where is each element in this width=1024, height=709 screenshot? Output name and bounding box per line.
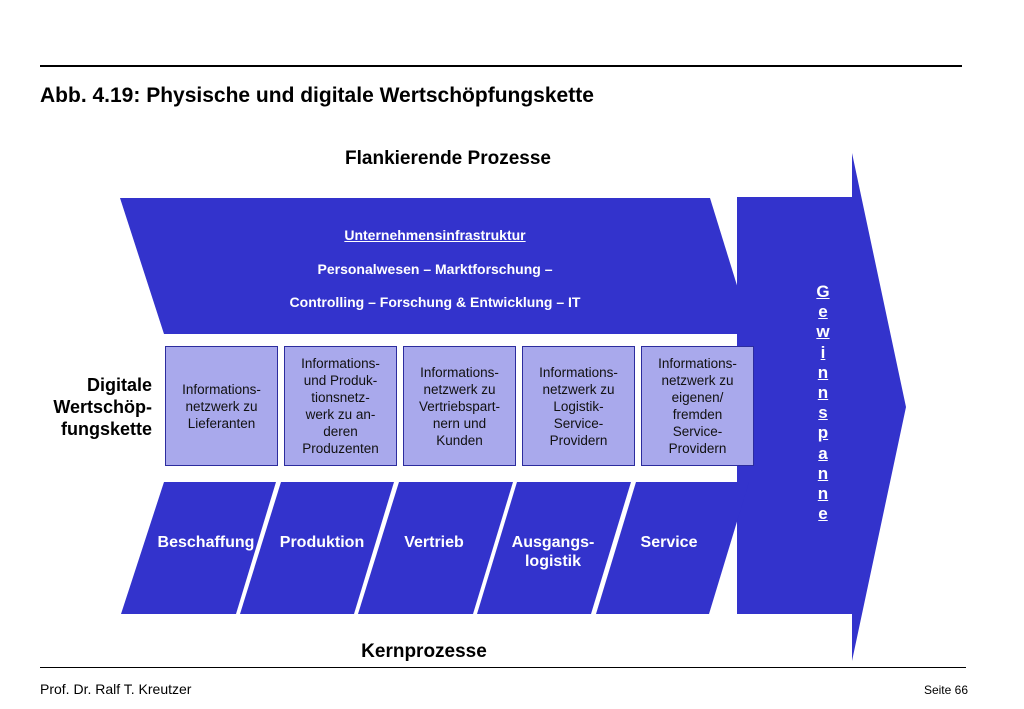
flank-heading: Flankierende Prozesse [345, 148, 551, 169]
core-label-vertrieb: Vertrieb [404, 534, 464, 551]
margin-letter: G [816, 282, 830, 301]
info-box-logistics: Informations- netzwerk zu Logistik- Serv… [522, 346, 635, 466]
info-box-producers: Informations- und Produk- tionsnetz- wer… [284, 346, 397, 466]
core-shape-beschaffung [121, 482, 276, 614]
margin-letter: p [817, 423, 829, 443]
bottom-rule [40, 667, 966, 668]
core-label-beschaffung: Beschaffung [157, 534, 255, 551]
margin-letter: w [816, 322, 830, 342]
core-shape-ausgangslogistik [477, 482, 631, 614]
core-label-ausgangslogistik: Ausgangs- logistik [511, 534, 595, 570]
info-box-text: Informations- netzwerk zu Lieferanten [182, 381, 261, 431]
margin-letter: n [817, 463, 829, 483]
support-line-1: Personalwesen – Marktforschung – [317, 261, 553, 277]
margin-arrow [737, 153, 906, 661]
info-box-service: Informations- netzwerk zu eigenen/ fremd… [641, 346, 754, 466]
info-box-text: Informations- netzwerk zu Logistik- Serv… [539, 364, 618, 448]
support-process-band [120, 198, 752, 334]
core-label-service: Service [640, 534, 698, 551]
digital-chain-label-text: Digitale Wertschöp- fungskette [53, 375, 152, 439]
margin-label: G e w i n n s p a n n e [808, 282, 838, 524]
support-line-2: Controlling – Forschung & Entwicklung – … [289, 294, 581, 310]
margin-letter: e [818, 504, 828, 524]
core-label-produktion: Produktion [279, 534, 365, 551]
footer-author: Prof. Dr. Ralf T. Kreutzer [40, 681, 192, 697]
core-shape-vertrieb [358, 482, 513, 614]
info-box-sales-partners: Informations- netzwerk zu Vertriebspart-… [403, 346, 516, 466]
core-heading: Kernprozesse [361, 641, 487, 662]
info-box-suppliers: Informations- netzwerk zu Lieferanten [165, 346, 278, 466]
support-title: Unternehmensinfrastruktur [344, 227, 526, 243]
core-shape-produktion [240, 482, 394, 614]
info-box-text: Informations- und Produk- tionsnetz- wer… [301, 356, 380, 456]
margin-letter: a [818, 443, 828, 463]
margin-letter: n [817, 383, 829, 403]
margin-letter: i [820, 342, 826, 362]
top-rule [40, 65, 962, 67]
slide-title: Abb. 4.19: Physische und digitale Wertsc… [40, 84, 594, 107]
core-shape-service [596, 482, 749, 614]
footer-page-number: Seite 66 [923, 683, 968, 697]
margin-letter: n [817, 484, 829, 504]
margin-letter: n [817, 362, 829, 382]
margin-letter: e [818, 302, 828, 322]
info-box-text: Informations- netzwerk zu eigenen/ fremd… [658, 356, 737, 456]
digital-chain-label: Digitale Wertschöp- fungskette [22, 374, 152, 440]
info-box-text: Informations- netzwerk zu Vertriebspart-… [418, 364, 501, 448]
margin-letter: s [818, 403, 828, 423]
